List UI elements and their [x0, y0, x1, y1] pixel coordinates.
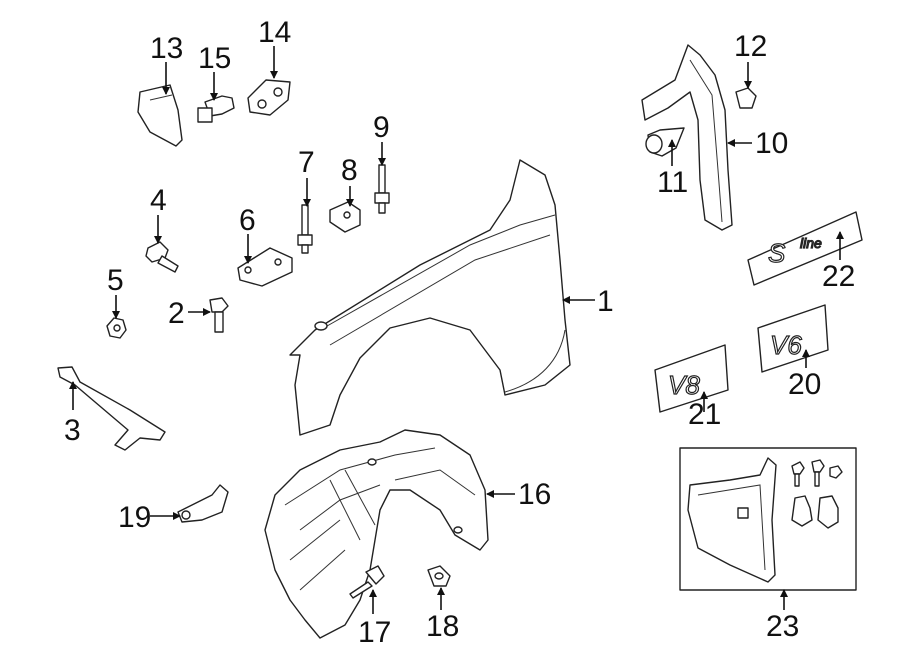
bolt-part-4: [145, 241, 179, 273]
washer-part-18: [427, 565, 451, 587]
seal-strip-part-10: [641, 44, 733, 231]
stud-part-9: [374, 164, 390, 214]
clip-part-11: [645, 127, 685, 157]
callout-3: 3: [64, 414, 81, 447]
v6-badge-text: V6: [770, 330, 802, 360]
sline-emblem-part-22: S line: [747, 211, 863, 286]
stud-part-7: [297, 204, 313, 254]
wheel-liner-part: [264, 429, 489, 639]
callout-17: 17: [358, 616, 391, 649]
sline-line-text: line: [800, 235, 822, 251]
callout-7: 7: [298, 146, 315, 179]
screw-part-17: [349, 565, 385, 599]
callout-20: 20: [788, 368, 821, 401]
callout-4: 4: [150, 184, 167, 217]
plate-part-14: [247, 79, 291, 116]
callout-19: 19: [118, 501, 151, 534]
callout-11: 11: [657, 166, 688, 199]
mudflap-kit-part-23: [679, 447, 857, 591]
sline-s-text: S: [768, 238, 786, 268]
callout-labels: 1 2 3 4 5 6 7 8 9 10 11 12 13 14 15 16 1…: [64, 16, 855, 649]
callout-5: 5: [107, 264, 124, 297]
callout-1: 1: [597, 285, 614, 318]
callout-16: 16: [518, 478, 551, 511]
block-part-13: [137, 84, 183, 147]
nut-part-5: [106, 317, 127, 339]
callout-14: 14: [258, 16, 291, 49]
leader-lines: [69, 46, 844, 614]
callout-8: 8: [341, 154, 358, 187]
clip-part-8: [329, 201, 361, 233]
callout-21: 21: [688, 398, 721, 431]
v8-badge-text: V8: [668, 370, 700, 400]
callout-23: 23: [766, 610, 799, 643]
callout-22: 22: [822, 260, 855, 293]
callout-9: 9: [373, 111, 390, 144]
callout-18: 18: [426, 610, 459, 643]
v6-badge-part-20: V6: [757, 304, 829, 373]
v8-badge-part-21: V8: [654, 344, 729, 413]
bracket-part-19: [177, 484, 229, 523]
bracket-part-6: [237, 247, 293, 287]
callout-15: 15: [198, 42, 231, 75]
callout-13: 13: [150, 32, 183, 65]
callout-2: 2: [168, 297, 185, 330]
bolt-part-2: [209, 297, 229, 333]
callout-10: 10: [755, 127, 788, 160]
callout-6: 6: [239, 204, 256, 237]
plug-part-15: [197, 95, 235, 123]
callout-12: 12: [734, 30, 767, 63]
clip-part-12: [735, 87, 757, 109]
fender-part: [289, 159, 571, 436]
